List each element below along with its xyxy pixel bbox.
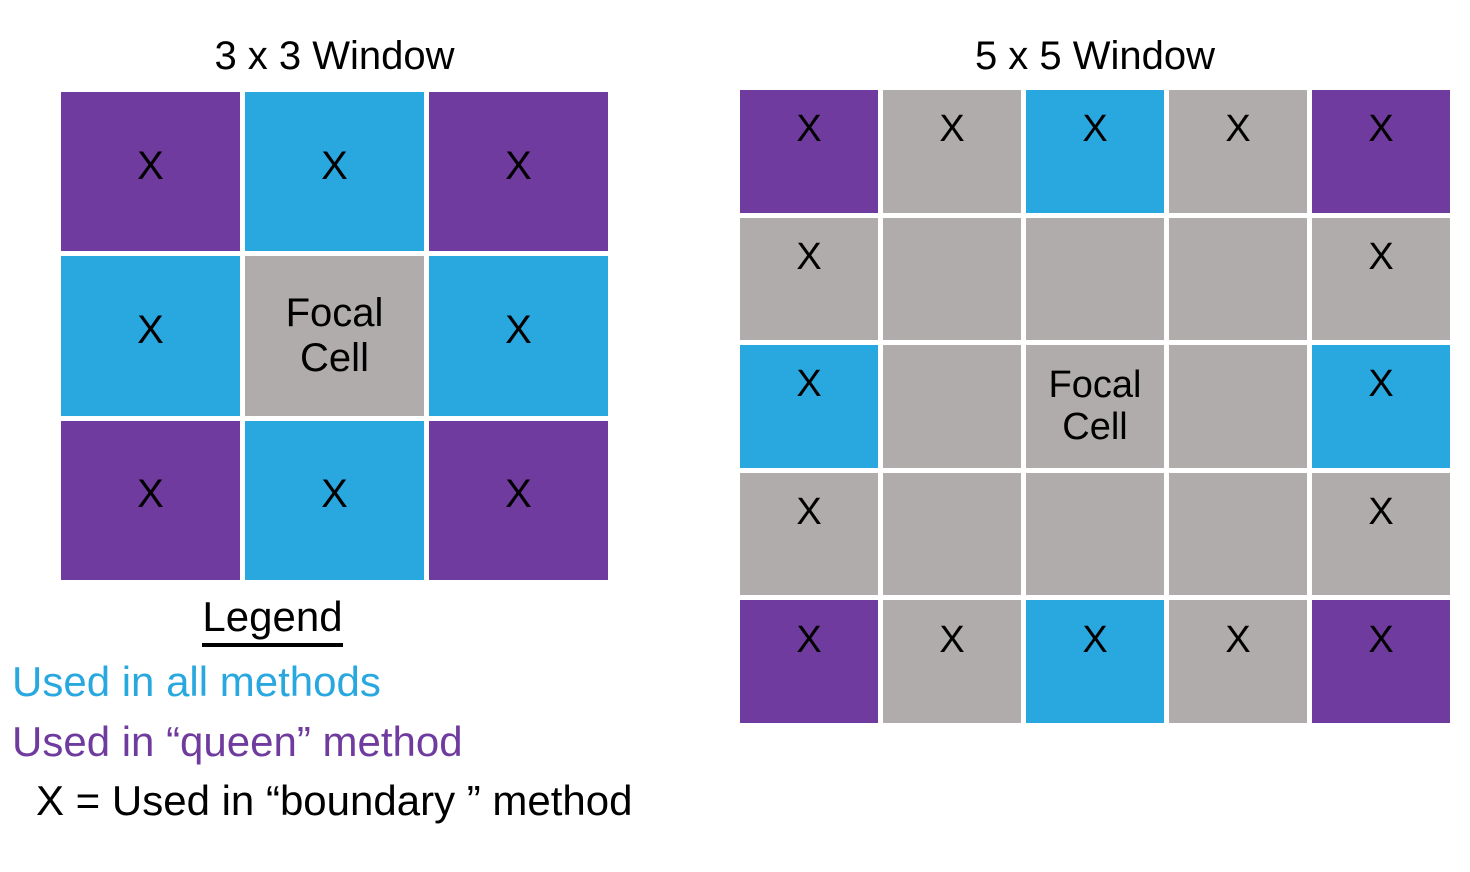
cell-x-mark: X	[1082, 618, 1108, 661]
legend: Legend Used in all methods Used in “quee…	[0, 593, 740, 831]
legend-heading: Legend	[0, 593, 545, 647]
cell-x-mark: X	[1082, 108, 1108, 151]
grid-cell	[883, 217, 1021, 341]
cell-x-mark: X	[137, 143, 164, 188]
grid-cell: X	[1312, 472, 1450, 596]
cell-x-mark: X	[1368, 618, 1394, 661]
grid-cell: X	[245, 92, 424, 252]
grid-cell: X	[1026, 600, 1164, 723]
cell-x-mark: X	[1225, 108, 1251, 151]
cell-x-mark: X	[1368, 235, 1394, 278]
grid-cell: X	[61, 92, 240, 252]
grid-cell: X	[429, 92, 608, 252]
legend-entry-queen-method: Used in “queen” method	[12, 717, 463, 765]
grid-cell	[1169, 217, 1307, 341]
grid-cell: X	[1026, 90, 1164, 213]
grid-cell	[883, 345, 1021, 468]
grid-cell: X	[883, 90, 1021, 213]
grid-cell: X	[740, 345, 878, 468]
cell-x-mark: X	[321, 472, 348, 517]
cell-x-mark: X	[1368, 108, 1394, 151]
cell-x-mark: X	[505, 143, 532, 188]
cell-x-mark: X	[796, 363, 822, 406]
grid-cell: X	[1312, 90, 1450, 213]
grid-cell: X	[740, 217, 878, 341]
grid-cell: X	[740, 472, 878, 596]
grid-cell: X	[245, 420, 424, 580]
grid-cell	[1026, 217, 1164, 341]
cell-x-mark: X	[1225, 618, 1251, 661]
legend-heading-label: Legend	[202, 593, 343, 647]
grid-cell	[1169, 472, 1307, 596]
cell-x-mark: X	[137, 307, 164, 352]
legend-entry-all-methods: Used in all methods	[12, 658, 381, 705]
grid-cell: X	[1312, 345, 1450, 468]
grid-cell: X	[1169, 90, 1307, 213]
cell-x-mark: X	[939, 108, 965, 151]
cell-x-mark: X	[796, 491, 822, 534]
cell-x-mark: X	[939, 618, 965, 661]
panel-title-3x3: 3 x 3 Window	[214, 34, 455, 78]
grid-cell: X	[1169, 600, 1307, 723]
cell-x-mark: X	[505, 307, 532, 352]
cell-x-mark: X	[321, 143, 348, 188]
cell-x-mark: X	[796, 235, 822, 278]
grid-cell: X	[61, 256, 240, 416]
cell-x-mark: X	[137, 472, 164, 517]
grid-cell	[883, 472, 1021, 596]
cell-x-mark: X	[505, 472, 532, 517]
cell-x-mark: X	[796, 108, 822, 151]
grid-cell	[1026, 472, 1164, 596]
grid-cell: X	[883, 600, 1021, 723]
cell-x-mark: X	[796, 618, 822, 661]
grid-cell: X	[429, 420, 608, 580]
panel-title-5x5: 5 x 5 Window	[974, 34, 1216, 78]
grid-cell: X	[740, 600, 878, 723]
grid-cell: X	[740, 90, 878, 213]
grid-cell: X	[1312, 600, 1450, 723]
grid-cell: X	[61, 420, 240, 580]
legend-entry-boundary-method: X = Used in “boundary ” method	[36, 777, 633, 825]
grid-cell	[1169, 345, 1307, 468]
cell-x-mark: X	[1368, 491, 1394, 534]
grid-cell: X	[1312, 217, 1450, 341]
grid-cell: X	[429, 256, 608, 416]
cell-x-mark: X	[1368, 363, 1394, 406]
